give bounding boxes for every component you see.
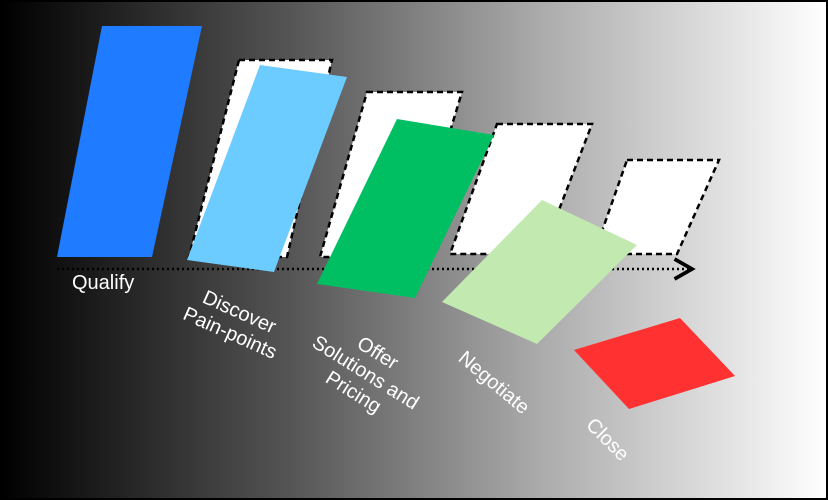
stage-qualify-shape: [57, 26, 202, 257]
stage-negotiate-shape: [442, 200, 637, 344]
placeholder-stage-5: [592, 158, 721, 256]
stage-offer-shape: [317, 119, 494, 298]
stage-close-shape: [574, 318, 735, 409]
stage-label-qualify: Qualify: [72, 272, 135, 294]
stage-discover-shape: [187, 65, 347, 272]
